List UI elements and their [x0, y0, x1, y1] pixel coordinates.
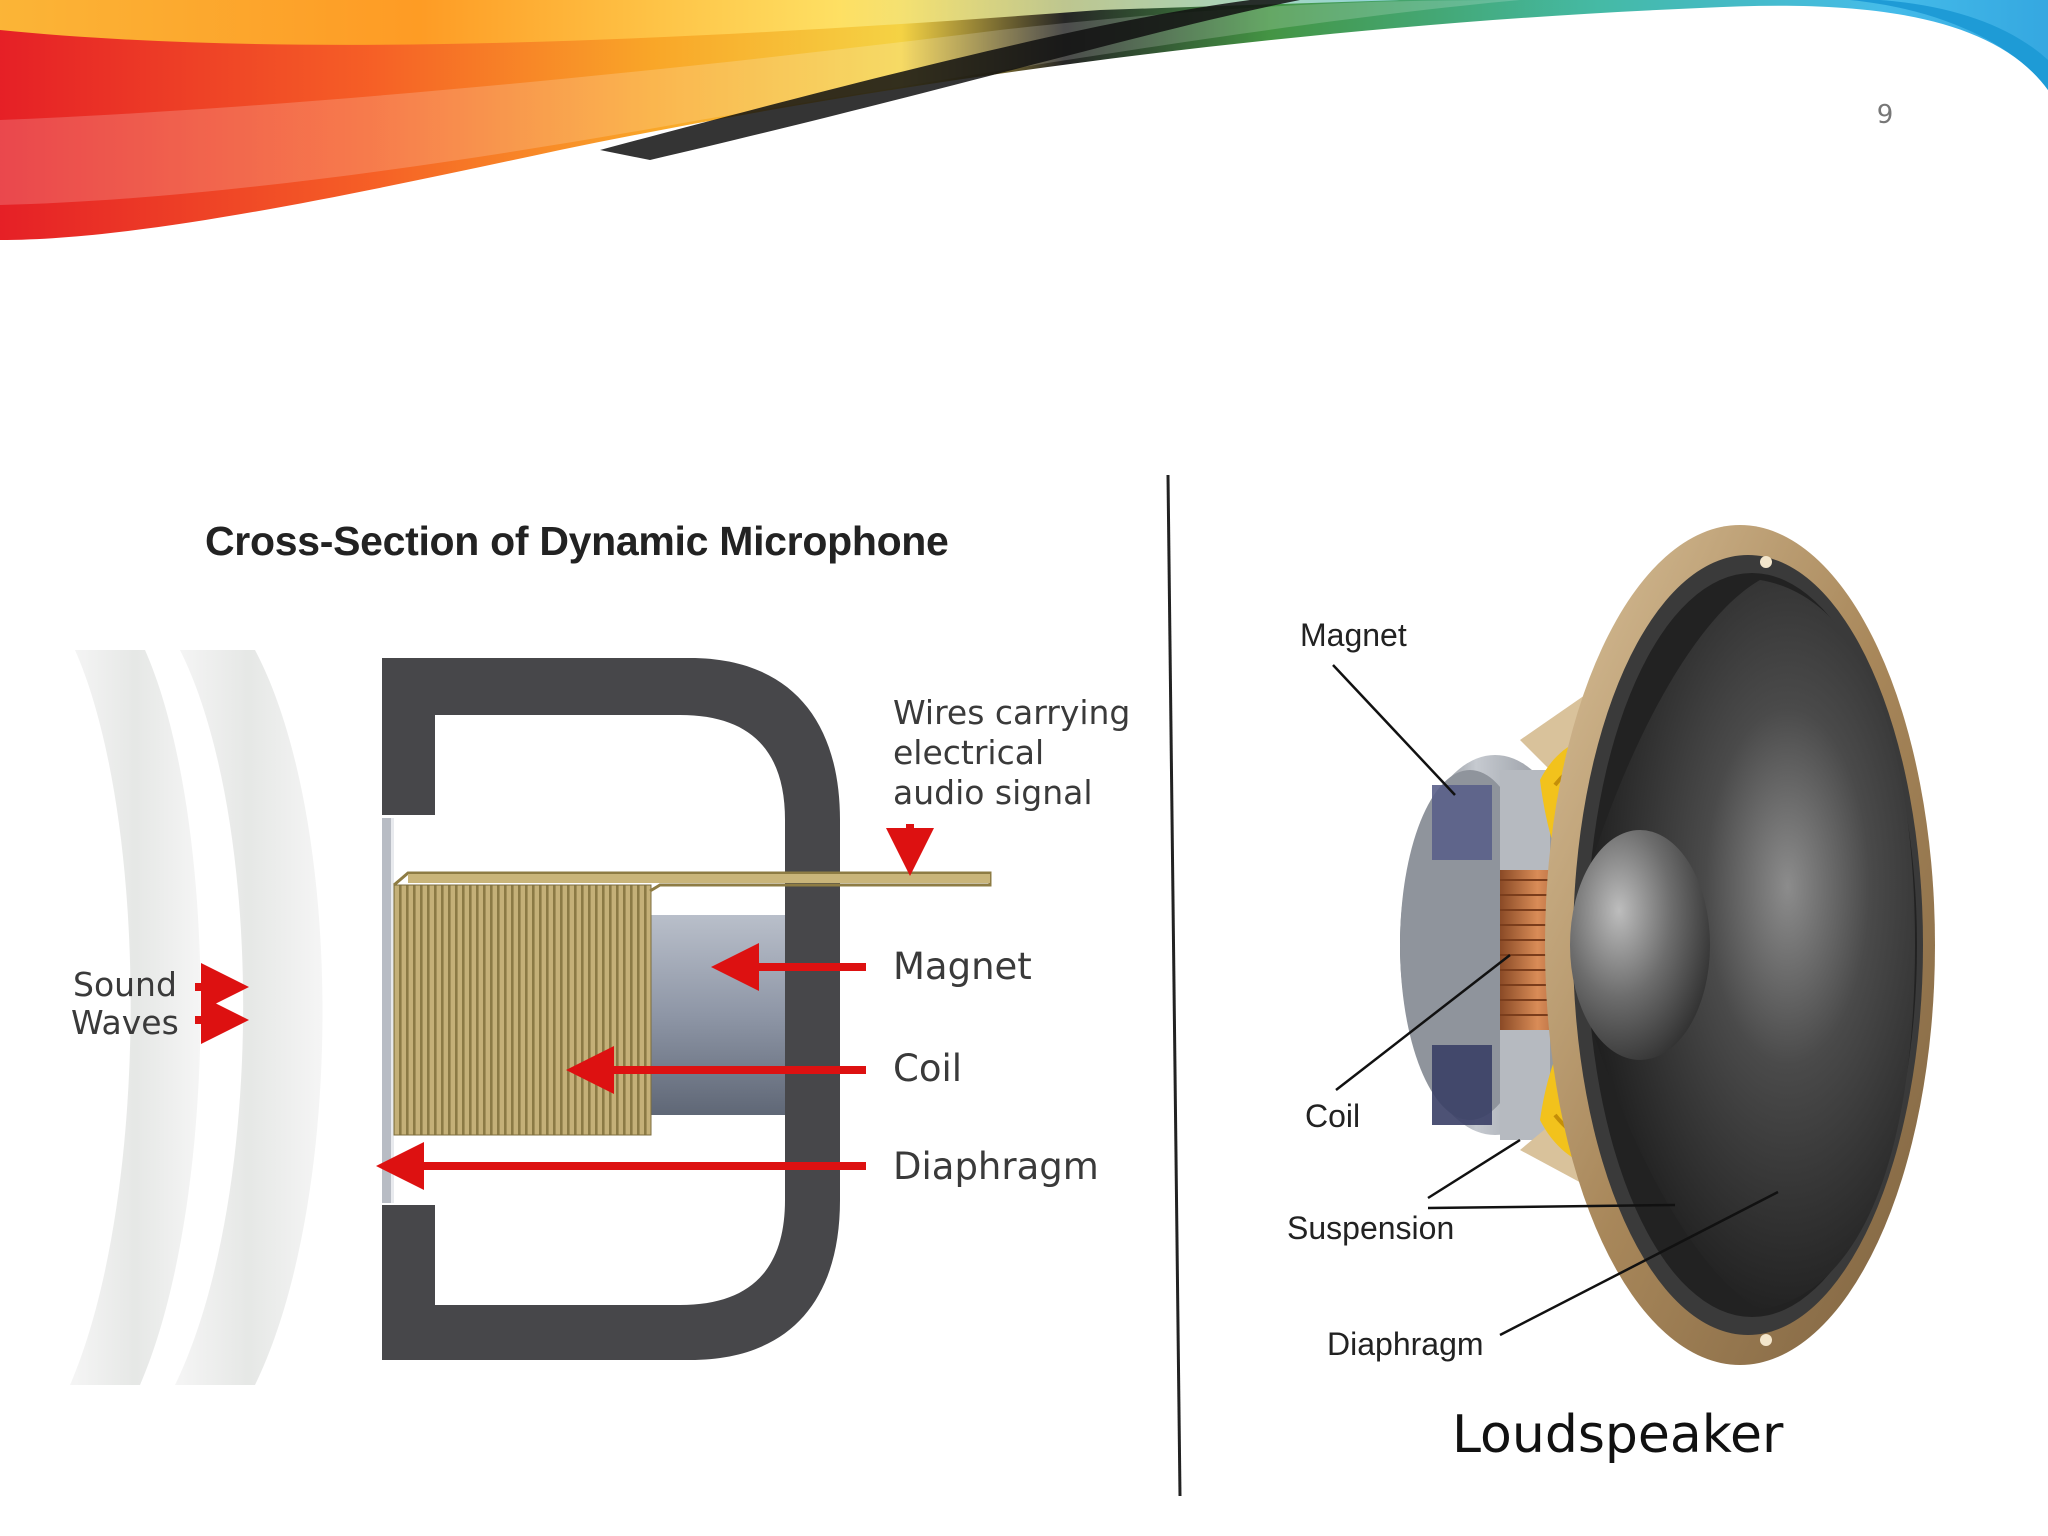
sound-wave-outer — [70, 650, 201, 1385]
label-speaker-magnet: Magnet — [1300, 617, 1407, 653]
label-mic-coil: Coil — [893, 1047, 963, 1090]
header-ribbon — [0, 0, 2048, 240]
column-divider — [1166, 474, 1182, 1497]
label-wires-line-3: audio signal — [893, 773, 1093, 812]
label-speaker-diaphragm: Diaphragm — [1327, 1326, 1484, 1362]
mic-magnet — [650, 915, 785, 1115]
label-wires-line-2: electrical — [893, 733, 1045, 772]
label-mic-magnet: Magnet — [893, 945, 1032, 988]
label-waves: Waves — [71, 1003, 179, 1042]
microphone-diagram-title: Cross-Section of Dynamic Microphone — [205, 518, 949, 564]
label-sound: Sound — [73, 965, 177, 1004]
slide-number: 9 — [1876, 100, 1894, 130]
label-mic-diaphragm: Diaphragm — [893, 1145, 1099, 1188]
mic-housing — [382, 658, 840, 1360]
mic-coil — [394, 885, 651, 1135]
speaker-diaphragm — [1580, 580, 1915, 1310]
label-speaker-suspension: Suspension — [1287, 1210, 1455, 1246]
loudspeaker-caption: Loudspeaker — [1452, 1405, 1784, 1465]
label-speaker-coil: Coil — [1305, 1098, 1361, 1134]
mic-diaphragm — [382, 818, 391, 1203]
microphone-diagram — [70, 650, 992, 1385]
loudspeaker-diagram — [1332, 525, 1935, 1365]
label-wires-line-1: Wires carrying — [893, 693, 1131, 732]
speaker-dust-cap — [1570, 830, 1710, 1060]
